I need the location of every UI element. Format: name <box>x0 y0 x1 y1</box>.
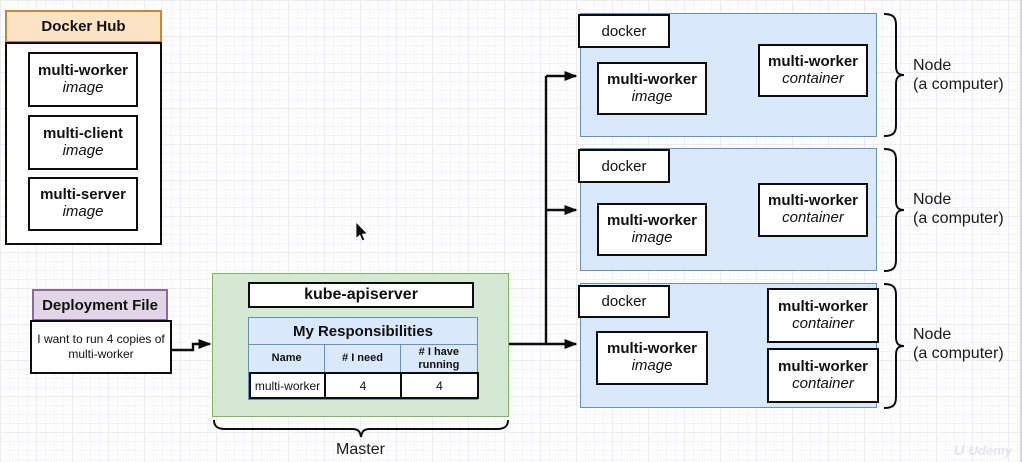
responsibilities-title: My Responsibilities <box>249 318 477 345</box>
container-type: container <box>782 69 844 87</box>
node-1-docker-box: docker <box>578 14 670 48</box>
node-3-docker-box: docker <box>578 285 670 318</box>
responsibilities-table: My Responsibilities Name # I need # I ha… <box>248 317 479 400</box>
image-name: multi-worker <box>37 61 128 79</box>
mouse-cursor <box>355 221 369 242</box>
node-3-label: Node (a computer) <box>913 326 1004 362</box>
docker-hub-title: Docker Hub <box>5 10 162 43</box>
image-type: image <box>62 141 104 159</box>
container-name: multi-worker <box>777 297 868 315</box>
connector-master-trunk <box>509 76 548 346</box>
image-type: image <box>631 228 673 246</box>
node-2-container-box: multi-worker container <box>758 183 868 237</box>
image-name: multi-server <box>40 186 126 204</box>
image-box-multi-server: multi-server image <box>28 177 138 231</box>
table-row: multi-worker 4 4 <box>249 372 479 399</box>
cell-need: 4 <box>324 372 402 399</box>
watermark-logo-icon: U <box>953 442 965 459</box>
image-name: multi-worker <box>606 70 697 88</box>
node-1-container-box: multi-worker container <box>758 44 868 97</box>
node-2-image-box: multi-worker image <box>597 203 707 256</box>
col-header-name: Name <box>249 345 326 372</box>
brace-node-1 <box>883 13 905 137</box>
deployment-file-body: I want to run 4 copies of multi-worker <box>30 320 172 374</box>
container-name: multi-worker <box>767 192 858 210</box>
image-name: multi-client <box>42 124 123 142</box>
master-label: Master <box>336 441 385 458</box>
container-name: multi-worker <box>767 52 858 70</box>
watermark-text: Udemy <box>968 443 1012 458</box>
kube-apiserver-box: kube-apiserver <box>248 282 474 308</box>
node-3-image-box: multi-worker image <box>596 331 708 385</box>
brace-node-2 <box>883 148 905 272</box>
col-header-running: # I have running <box>400 345 477 372</box>
node-1-label: Node (a computer) <box>913 57 1004 93</box>
responsibilities-header-row: Name # I need # I have running <box>249 345 477 372</box>
cell-running: 4 <box>400 372 479 399</box>
cell-name: multi-worker <box>249 372 326 399</box>
deployment-file-title: Deployment File <box>32 289 168 321</box>
node-2-docker-box: docker <box>578 149 670 183</box>
container-type: container <box>792 374 854 392</box>
node-1-image-box: multi-worker image <box>597 62 707 115</box>
image-box-multi-client: multi-client image <box>28 115 138 170</box>
container-name: multi-worker <box>777 357 868 375</box>
image-type: image <box>631 87 673 105</box>
image-type: image <box>631 357 673 374</box>
arrow-deployment-to-master <box>172 339 212 352</box>
node-2-label: Node (a computer) <box>913 191 1004 227</box>
image-type: image <box>62 203 104 220</box>
brace-master <box>213 419 509 438</box>
watermark: U Udemy <box>954 442 1012 459</box>
col-header-need: # I need <box>325 345 401 372</box>
node-3-container-box-1: multi-worker container <box>767 288 879 343</box>
image-name: multi-worker <box>606 340 697 358</box>
container-type: container <box>782 209 844 226</box>
image-box-multi-worker: multi-worker image <box>28 52 138 107</box>
node-3-container-box-2: multi-worker container <box>767 348 879 403</box>
image-name: multi-worker <box>606 211 697 229</box>
screen-edge-line <box>1020 0 1022 462</box>
image-type: image <box>62 78 104 96</box>
brace-node-3 <box>883 283 905 409</box>
container-type: container <box>792 314 854 332</box>
